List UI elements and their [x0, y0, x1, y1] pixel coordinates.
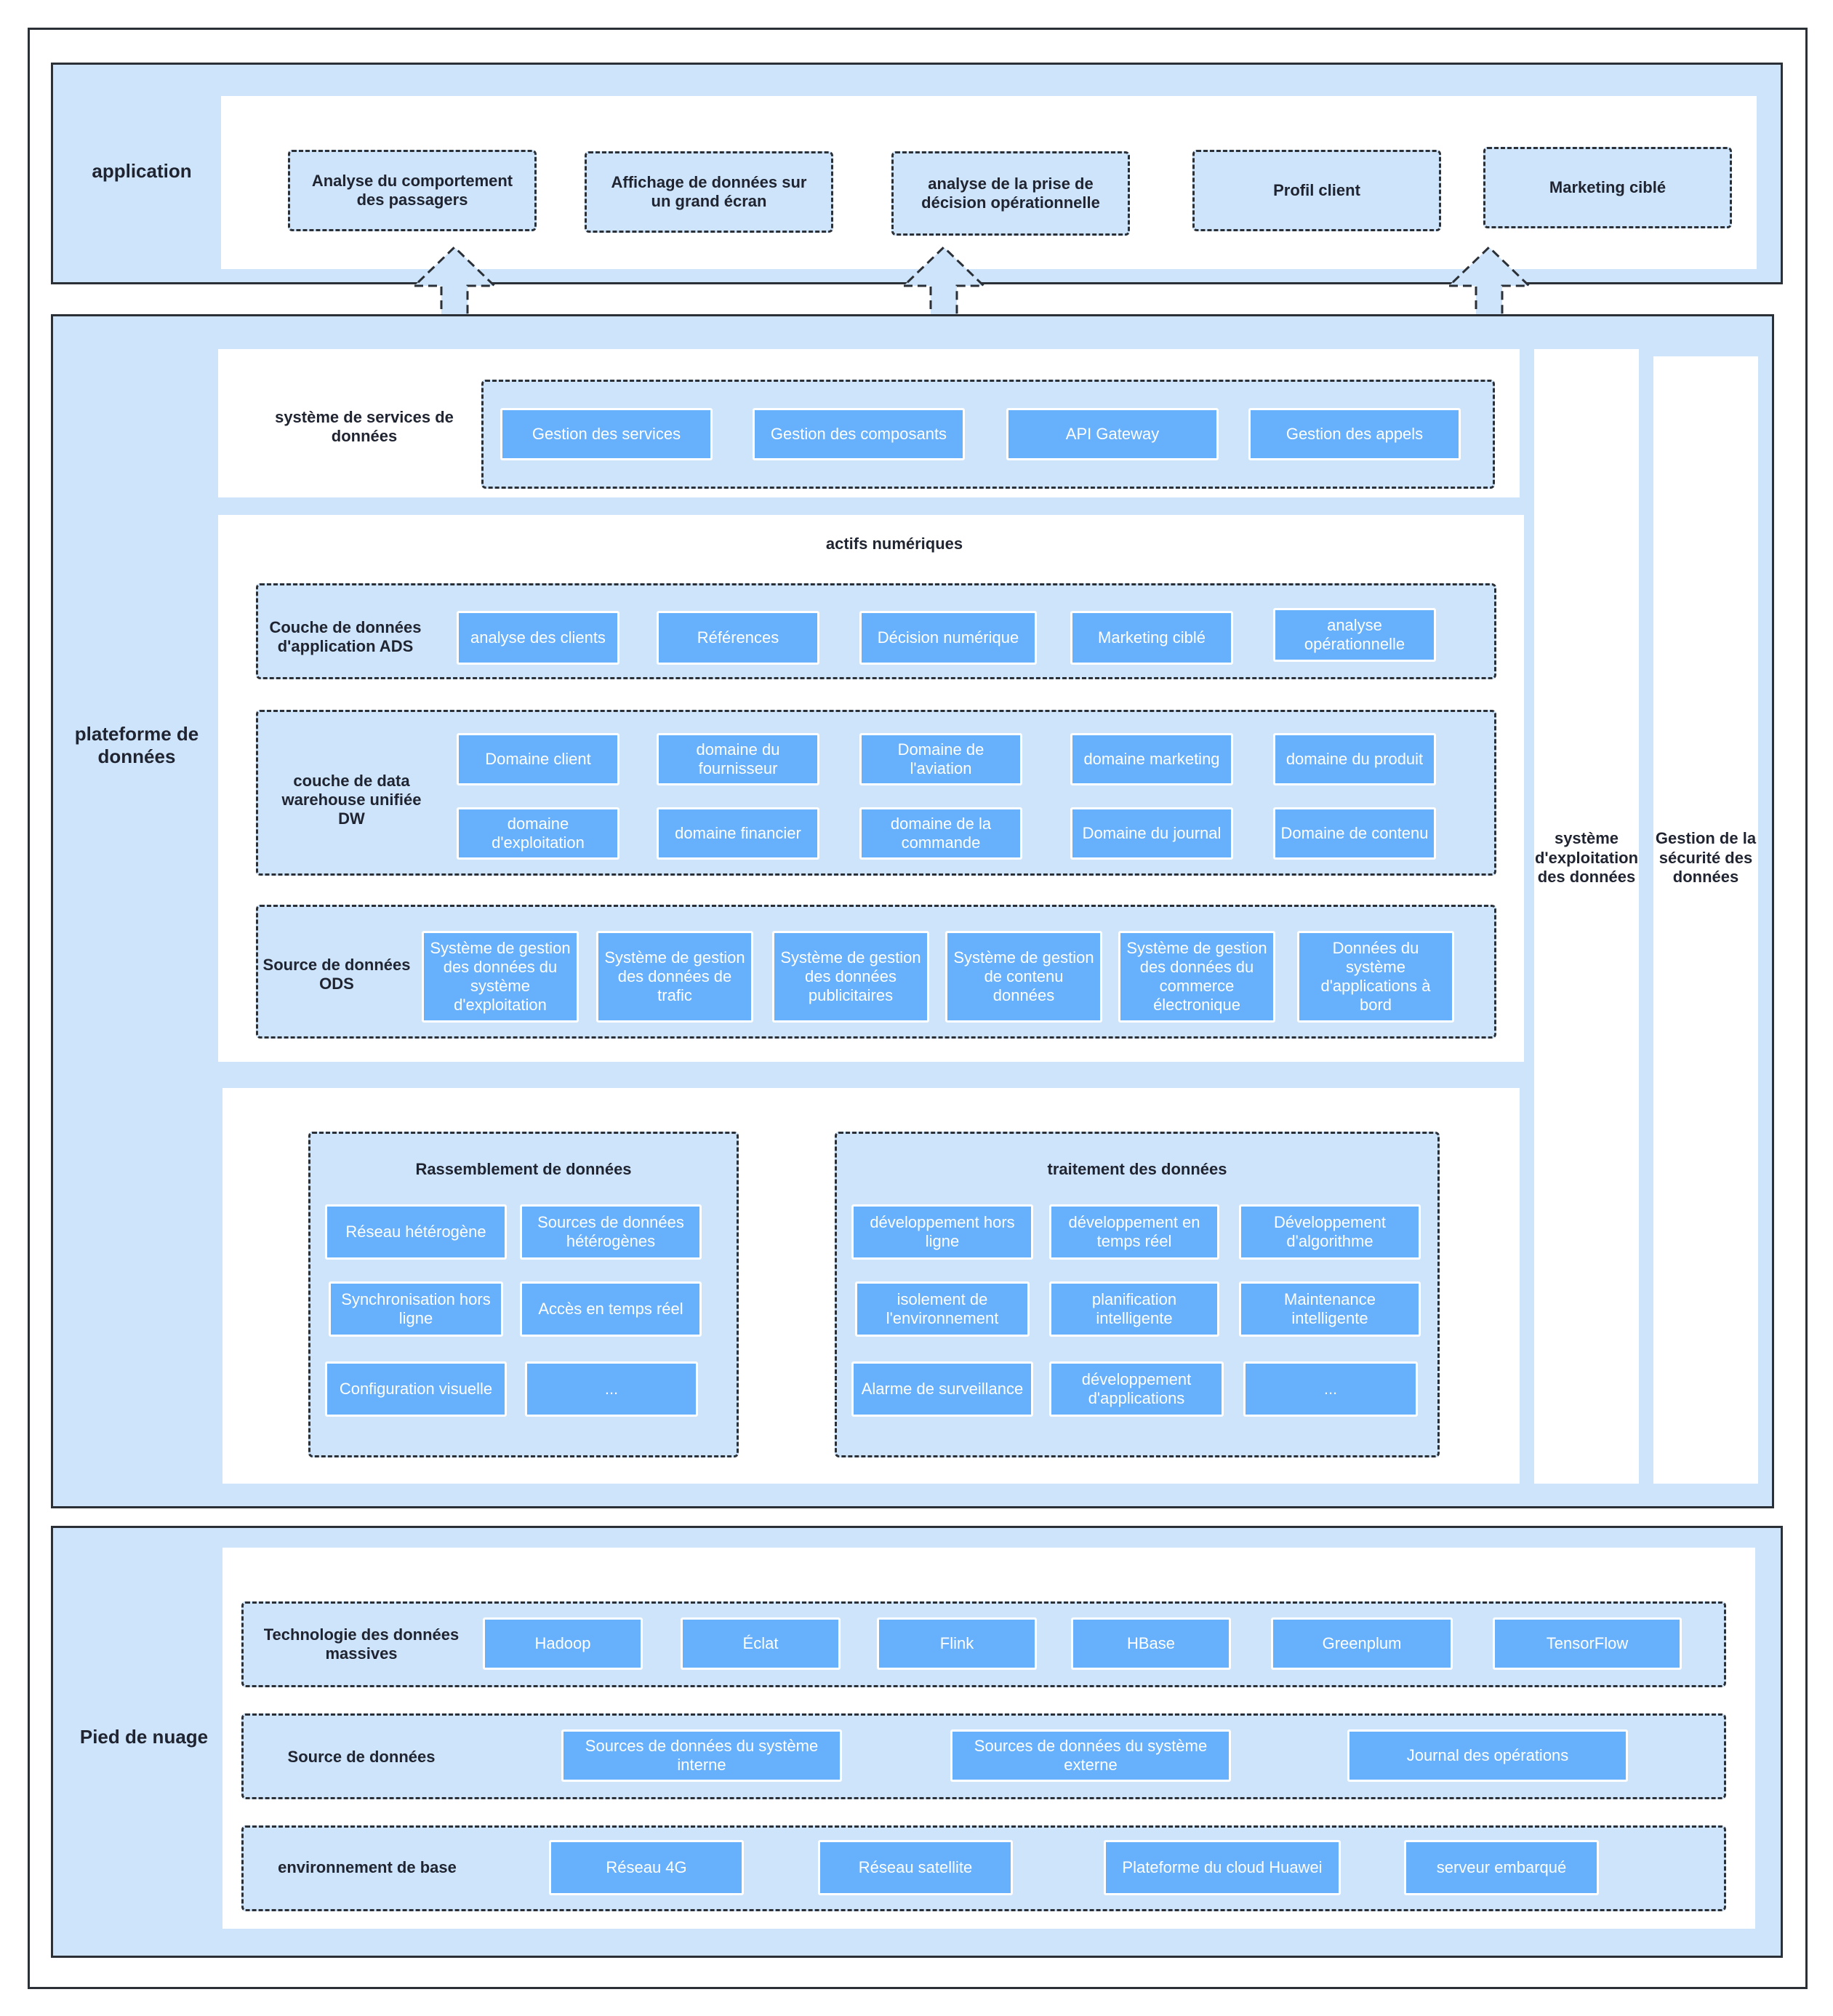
cloud-source: Journal des opérations — [1347, 1729, 1628, 1782]
app-item-customer-profile: Profil client — [1192, 150, 1441, 231]
processing-item: développement en temps réel — [1049, 1204, 1219, 1260]
ops-column — [1534, 349, 1639, 1484]
dw-domain: domaine financier — [657, 807, 819, 860]
env-title: environnement de base — [278, 1858, 457, 1877]
call-management-button: Gestion des appels — [1248, 408, 1461, 460]
up-arrow-icon — [1446, 245, 1532, 338]
ads-operational-analysis: analyse opérationnelle — [1273, 608, 1436, 662]
ads-targeted-marketing: Marketing ciblé — [1070, 611, 1233, 665]
api-gateway-button: API Gateway — [1006, 408, 1219, 460]
cloud-layer-title: Pied de nuage — [79, 1725, 209, 1748]
processing-item: Développement d'algorithme — [1239, 1204, 1421, 1260]
cloud-source: Sources de données du système interne — [561, 1729, 842, 1782]
ods-source: Système de gestion des données du commer… — [1118, 931, 1275, 1023]
dw-domain: Domaine du journal — [1070, 807, 1233, 860]
app-item-passenger-behavior: Analyse du comportement des passagers — [288, 150, 537, 231]
gathering-item: Synchronisation hors ligne — [329, 1281, 503, 1337]
processing-item: isolement de l'environnement — [855, 1281, 1030, 1337]
ods-source: Système de gestion des données du systèm… — [422, 931, 579, 1023]
processing-item: Alarme de surveillance — [851, 1361, 1033, 1417]
app-item-big-screen: Affichage de données sur un grand écran — [585, 151, 833, 233]
app-item-targeted-marketing: Marketing ciblé — [1483, 147, 1732, 228]
bigdata-title: Technologie des données massives — [263, 1625, 460, 1663]
processing-item: Maintenance intelligente — [1239, 1281, 1421, 1337]
dw-domain: domaine du produit — [1273, 733, 1436, 785]
assets-title: actifs numériques — [825, 535, 963, 553]
up-arrow-icon — [901, 245, 987, 338]
gathering-item: Réseau hétérogène — [325, 1204, 507, 1260]
ads-title: Couche de données d'application ADS — [269, 618, 422, 655]
ops-column-title: système d'exploitation des données — [1534, 829, 1639, 887]
security-column — [1653, 356, 1758, 1484]
bigdata-tech: Éclat — [681, 1617, 841, 1670]
dw-domain: domaine d'exploitation — [457, 807, 619, 860]
processing-item: planification intelligente — [1049, 1281, 1219, 1337]
bigdata-tech: Greenplum — [1271, 1617, 1453, 1670]
ods-source: Système de gestion des données publicita… — [772, 931, 929, 1023]
bigdata-tech: Hadoop — [483, 1617, 643, 1670]
up-arrow-icon — [412, 245, 497, 338]
env-item: serveur embarqué — [1404, 1840, 1599, 1895]
gathering-item: Sources de données hétérogènes — [520, 1204, 702, 1260]
processing-item: développement d'applications — [1049, 1361, 1224, 1417]
gathering-title: Rassemblement de données — [415, 1160, 632, 1179]
bigdata-tech: Flink — [877, 1617, 1037, 1670]
dw-domain: Domaine client — [457, 733, 619, 785]
service-management-button: Gestion des services — [500, 408, 713, 460]
dw-domain: domaine du fournisseur — [657, 733, 819, 785]
application-layer-title: application — [92, 159, 192, 182]
dw-domain: domaine marketing — [1070, 733, 1233, 785]
ads-references: Références — [657, 611, 819, 665]
dw-title: couche de data warehouse unifiée DW — [281, 772, 422, 828]
bigdata-tech: TensorFlow — [1493, 1617, 1682, 1670]
dw-domain: Domaine de l'aviation — [859, 733, 1022, 785]
ods-source: Système de gestion de contenu données — [945, 931, 1102, 1023]
ods-title: Source de données ODS — [262, 956, 411, 993]
ads-digital-decision: Décision numérique — [859, 611, 1037, 665]
cloud-sources-title: Source de données — [287, 1748, 436, 1767]
processing-item: développement hors ligne — [851, 1204, 1033, 1260]
ods-source: Système de gestion des données de trafic — [596, 931, 753, 1023]
cloud-source: Sources de données du système externe — [950, 1729, 1231, 1782]
env-item: Réseau satellite — [818, 1840, 1013, 1895]
gathering-item: Accès en temps réel — [520, 1281, 702, 1337]
bigdata-tech: HBase — [1071, 1617, 1231, 1670]
component-management-button: Gestion des composants — [753, 408, 965, 460]
services-title: système de services de données — [275, 408, 454, 445]
ods-source: Données du système d'applications à bord — [1297, 931, 1454, 1023]
app-item-operational-decision: analyse de la prise de décision opératio… — [891, 151, 1130, 236]
env-item: Réseau 4G — [549, 1840, 744, 1895]
processing-item: ... — [1243, 1361, 1418, 1417]
processing-title: traitement des données — [1047, 1160, 1227, 1179]
platform-layer-title: plateforme de données — [74, 723, 199, 767]
env-item: Plateforme du cloud Huawei — [1104, 1840, 1341, 1895]
security-column-title: Gestion de la sécurité des données — [1655, 829, 1757, 887]
dw-domain: Domaine de contenu — [1273, 807, 1436, 860]
ads-customer-analysis: analyse des clients — [457, 611, 619, 665]
gathering-item: Configuration visuelle — [325, 1361, 507, 1417]
gathering-item: ... — [525, 1361, 698, 1417]
dw-domain: domaine de la commande — [859, 807, 1022, 860]
